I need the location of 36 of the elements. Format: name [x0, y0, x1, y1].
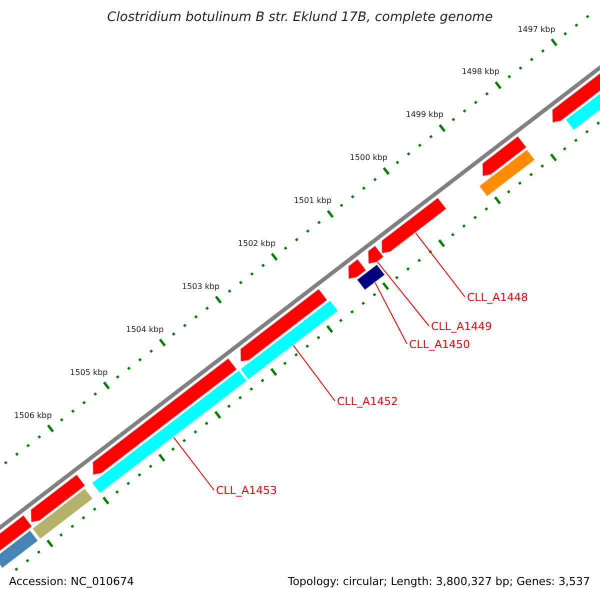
scale-label: 1497 kbp: [516, 26, 556, 34]
scale-label: 1501 kbp: [292, 197, 333, 206]
gene-feature: [382, 198, 446, 254]
gene-feature: [368, 246, 384, 264]
gene-feature: [32, 488, 93, 539]
gene-feature: [92, 358, 237, 475]
gene-label: CLL_A1448: [467, 292, 528, 303]
gene-feature: [482, 136, 526, 176]
leader-line: [377, 262, 430, 326]
gene-feature: [348, 259, 366, 279]
leader-line: [415, 232, 466, 298]
gene-feature: [357, 264, 385, 290]
gene-feature: [30, 474, 86, 522]
gene-label: CLL_A1450: [409, 339, 470, 350]
gene-label: CLL_A1452: [337, 396, 398, 407]
gene-feature: [0, 530, 38, 568]
scale-label: 1503 kbp: [180, 282, 221, 291]
gene-feature: [240, 288, 328, 362]
leader-line: [292, 344, 336, 402]
genome-stats-text: Topology: circular; Length: 3,800,327 bp; Genes: 3,537: [288, 576, 590, 587]
gene-feature: [240, 300, 338, 380]
accession-text: Accession: NC_010674: [9, 576, 134, 587]
scale-label: 1506 kbp: [13, 412, 53, 420]
leader-line: [374, 282, 408, 344]
gene-label: CLL_A1449: [431, 321, 492, 332]
gene-label: CLL_A1453: [216, 485, 277, 496]
scale-label: 1499 kbp: [404, 111, 444, 120]
gene-feature: [0, 515, 32, 554]
scale-label: 1500 kbp: [348, 154, 388, 162]
scale-label: 1504 kbp: [125, 326, 165, 334]
scale-label: 1498 kbp: [460, 68, 500, 76]
scale-label: 1502 kbp: [236, 240, 277, 248]
leader-line: [173, 436, 214, 490]
genome-title: Clostridium botulinum B str. Eklund 17B, complete genome: [106, 11, 494, 24]
scale-label: 1505 kbp: [69, 368, 109, 377]
gene-feature: [479, 150, 535, 196]
